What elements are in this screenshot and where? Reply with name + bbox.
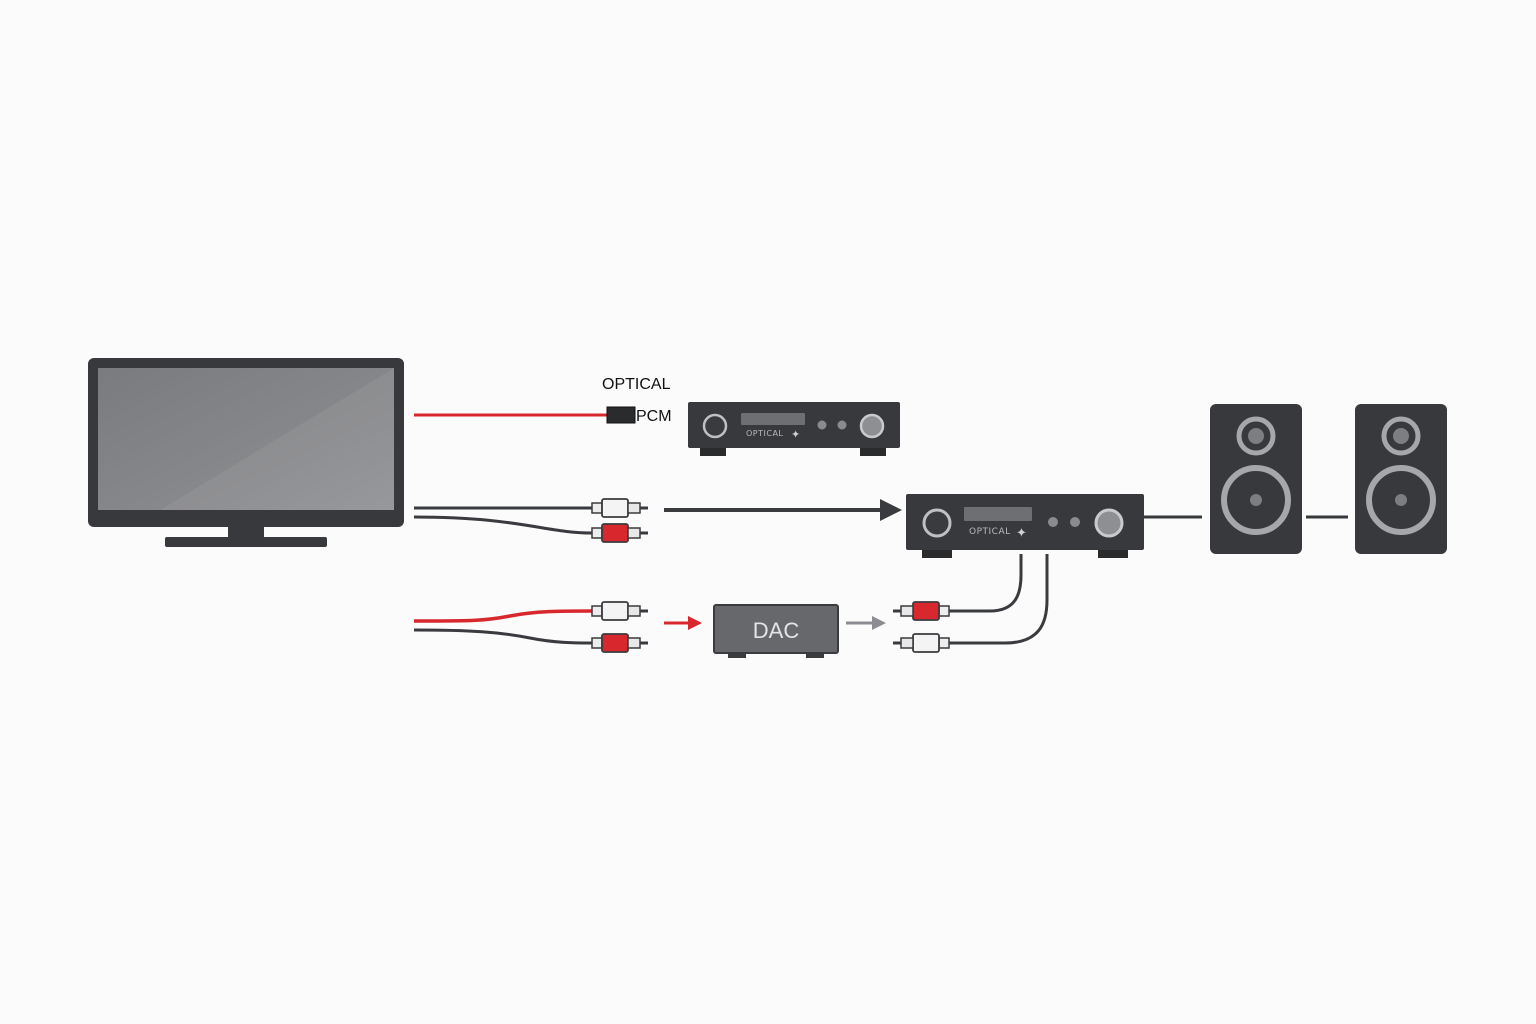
tv-icon (88, 358, 404, 547)
volume-knob-left (922, 508, 952, 538)
rca-cable-pair-to-receiver (891, 554, 1049, 654)
dac-foot-right (806, 653, 824, 658)
rca-cable-pair-middle (413, 497, 650, 544)
display-panel (741, 413, 805, 425)
button-b (1070, 517, 1080, 527)
rca-cable-red-up (949, 554, 1023, 613)
rca-connector-icon-red (891, 600, 951, 622)
dac-icon: DAC (713, 604, 839, 658)
input-arrow-icon: ✦ (1016, 525, 1027, 540)
button-a (817, 420, 827, 430)
rca-connector-icon-white (891, 632, 951, 654)
button-b (837, 420, 847, 430)
tv-screen (98, 368, 394, 510)
receiver-icon-small: OPTICAL ✦ (688, 402, 900, 456)
optical-label: OPTICAL (602, 376, 671, 393)
volume-knob-left (702, 413, 728, 439)
receiver-icon-main: OPTICAL ✦ (906, 494, 1144, 558)
receiver-foot-left (700, 448, 726, 456)
receiver-foot-right (1098, 550, 1128, 558)
input-arrow-icon: ✦ (791, 429, 800, 441)
rca-cable-dark (413, 628, 593, 645)
arrow-icon-main (664, 499, 902, 521)
tv-screen-glare (160, 368, 394, 510)
rca-connector-icon-red (590, 522, 650, 544)
rca-connector-icon-white (590, 600, 650, 622)
rca-connector-icon-white (590, 497, 650, 519)
optical-connector-icon (606, 406, 636, 424)
volume-knob-right (859, 413, 885, 439)
rca-cable-white-up (949, 554, 1049, 645)
display-panel (964, 507, 1032, 521)
receiver-foot-right (860, 448, 886, 456)
tv-neck (228, 527, 264, 538)
dac-foot-left (728, 653, 746, 658)
arrow-icon-gray (846, 616, 886, 630)
rca-cable-red (413, 515, 593, 535)
pcm-label: PCM (636, 408, 672, 425)
receiver-panel-label: OPTICAL (969, 527, 1011, 537)
dac-label: DAC (753, 618, 800, 643)
receiver-foot-left (922, 550, 952, 558)
volume-knob-right (1094, 508, 1124, 538)
speaker-icon-left (1210, 404, 1302, 554)
rca-cable-pair-lower (413, 600, 650, 654)
rca-connector-icon-red (590, 632, 650, 654)
rca-cable-red (413, 609, 593, 623)
speaker-icon-right (1355, 404, 1447, 554)
button-a (1048, 517, 1058, 527)
optical-cable (414, 406, 636, 424)
tv-stand (165, 537, 327, 547)
dac-body (713, 604, 839, 654)
receiver-panel-label: OPTICAL (746, 429, 783, 438)
arrow-icon-red (664, 616, 702, 630)
